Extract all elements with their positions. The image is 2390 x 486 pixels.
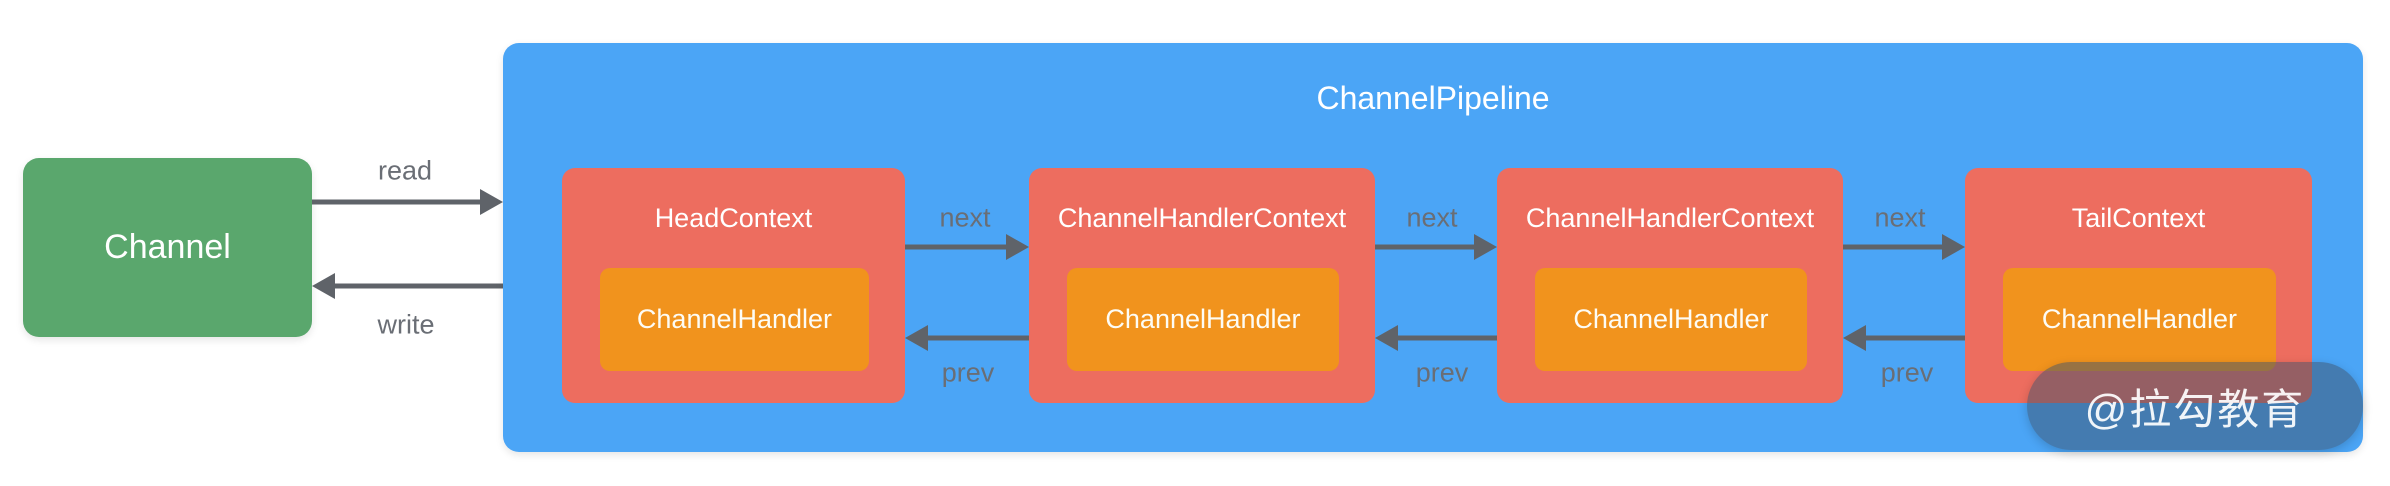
read-label: read [377,155,433,186]
arrow-shaft [330,283,503,289]
node-title: HeadContext [654,202,813,233]
arrow-head-icon [1375,325,1398,351]
pipeline-title: ChannelPipeline [1316,80,1550,116]
prev-arrow-icon [1375,325,1497,351]
node-title: ChannelHandlerContext [1057,202,1347,233]
channel-handler-label: ChannelHandler [1105,304,1301,334]
arrow-head-icon [905,325,928,351]
channel-label: Channel [104,228,231,266]
arrow-head-icon [1843,325,1866,351]
node-title: TailContext [2071,202,2206,233]
arrow-head-icon [1942,234,1965,260]
next-label: next [1406,202,1458,233]
next-arrow-icon [905,234,1029,260]
prev-arrow-icon [905,325,1029,351]
channel-handler-box: ChannelHandler [2003,268,2276,371]
node-handler-context-2: ChannelHandlerContext ChannelHandler [1497,168,1843,403]
write-arrow-icon [312,273,503,299]
channel-node: Channel [23,158,312,337]
arrow-shaft [1375,244,1479,250]
node-title: ChannelHandlerContext [1525,202,1815,233]
channel-handler-label: ChannelHandler [636,304,833,334]
watermark-badge: @拉勾教育 [2027,362,2363,450]
channel-handler-label: ChannelHandler [2041,304,2238,334]
write-label: write [377,309,435,340]
channel-handler-box: ChannelHandler [1067,268,1339,371]
channel-handler-box: ChannelHandler [600,268,869,371]
arrow-shaft [905,244,1011,250]
prev-arrow-icon [1843,325,1965,351]
prev-label: prev [1415,357,1469,388]
prev-label: prev [1880,357,1934,388]
channel-handler-box: ChannelHandler [1535,268,1807,371]
read-arrow-icon [312,189,503,215]
channel-handler-label: ChannelHandler [1573,304,1769,334]
arrow-shaft [312,199,485,205]
arrow-shaft [923,335,1029,341]
arrow-shaft [1861,335,1965,341]
arrow-head-icon [480,189,503,215]
arrow-head-icon [1006,234,1029,260]
arrow-head-icon [1474,234,1497,260]
arrow-shaft [1843,244,1947,250]
node-head-context: HeadContext ChannelHandler [562,168,905,403]
watermark-text: @拉勾教育 [2084,385,2306,433]
node-handler-context-1: ChannelHandlerContext ChannelHandler [1029,168,1375,403]
arrow-head-icon [312,273,335,299]
next-label: next [1874,202,1926,233]
next-arrow-icon [1375,234,1497,260]
prev-label: prev [941,357,995,388]
arrow-shaft [1393,335,1497,341]
next-arrow-icon [1843,234,1965,260]
next-label: next [939,202,991,233]
